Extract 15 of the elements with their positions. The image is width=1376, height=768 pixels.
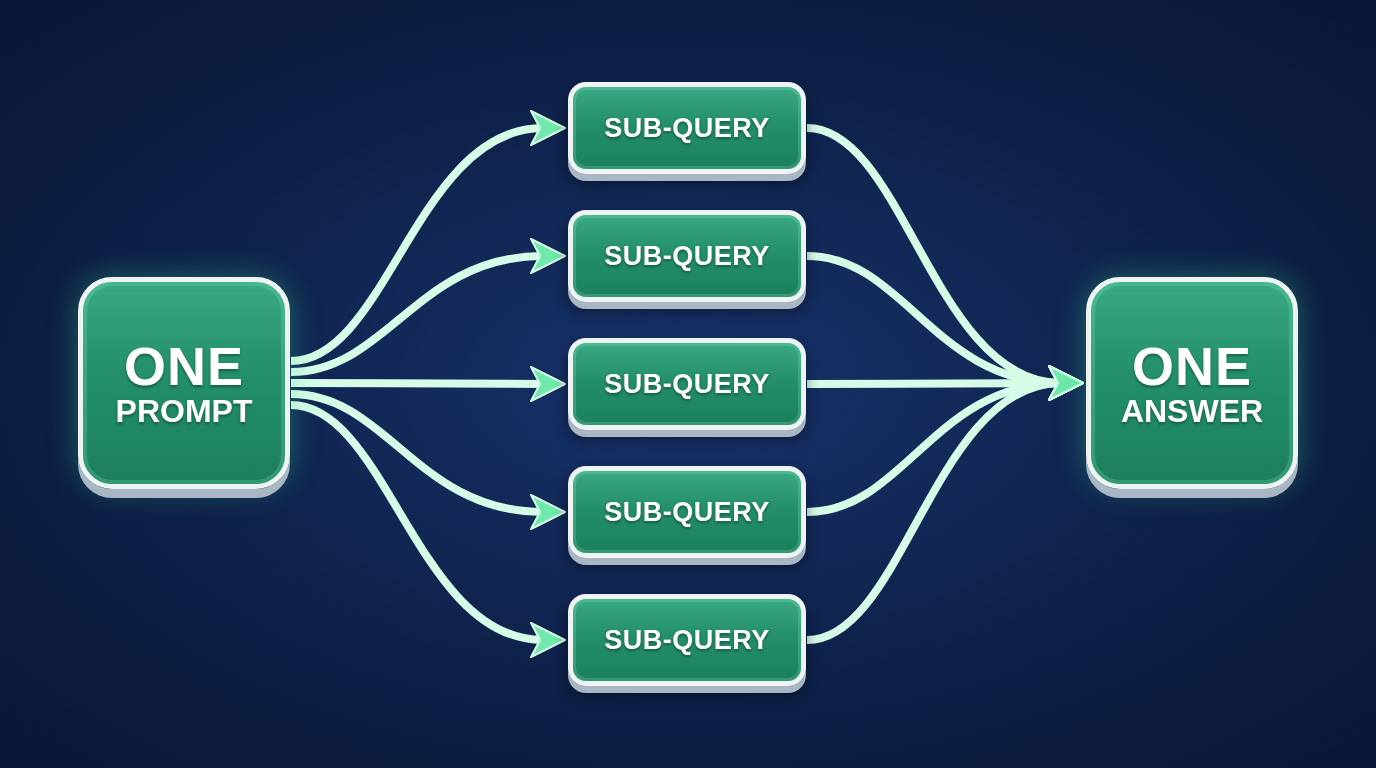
box-label: SUB-QUERY bbox=[604, 369, 770, 399]
box-label: SUB-QUERY bbox=[604, 113, 770, 143]
box-title: ONE bbox=[124, 337, 244, 395]
box-label: SUB-QUERY bbox=[604, 241, 770, 271]
arrow bbox=[290, 238, 566, 376]
box-subtitle: PROMPT bbox=[115, 394, 253, 429]
arrow bbox=[290, 390, 566, 530]
arrow bbox=[290, 110, 566, 365]
box-label: SUB-QUERY bbox=[604, 625, 770, 655]
box-title: ONE bbox=[1132, 337, 1252, 395]
arrow bbox=[290, 401, 566, 658]
arrow bbox=[291, 366, 566, 402]
box-label: SUB-QUERY bbox=[604, 497, 770, 527]
box-subtitle: ANSWER bbox=[1120, 394, 1264, 429]
arrow bbox=[806, 365, 1084, 644]
